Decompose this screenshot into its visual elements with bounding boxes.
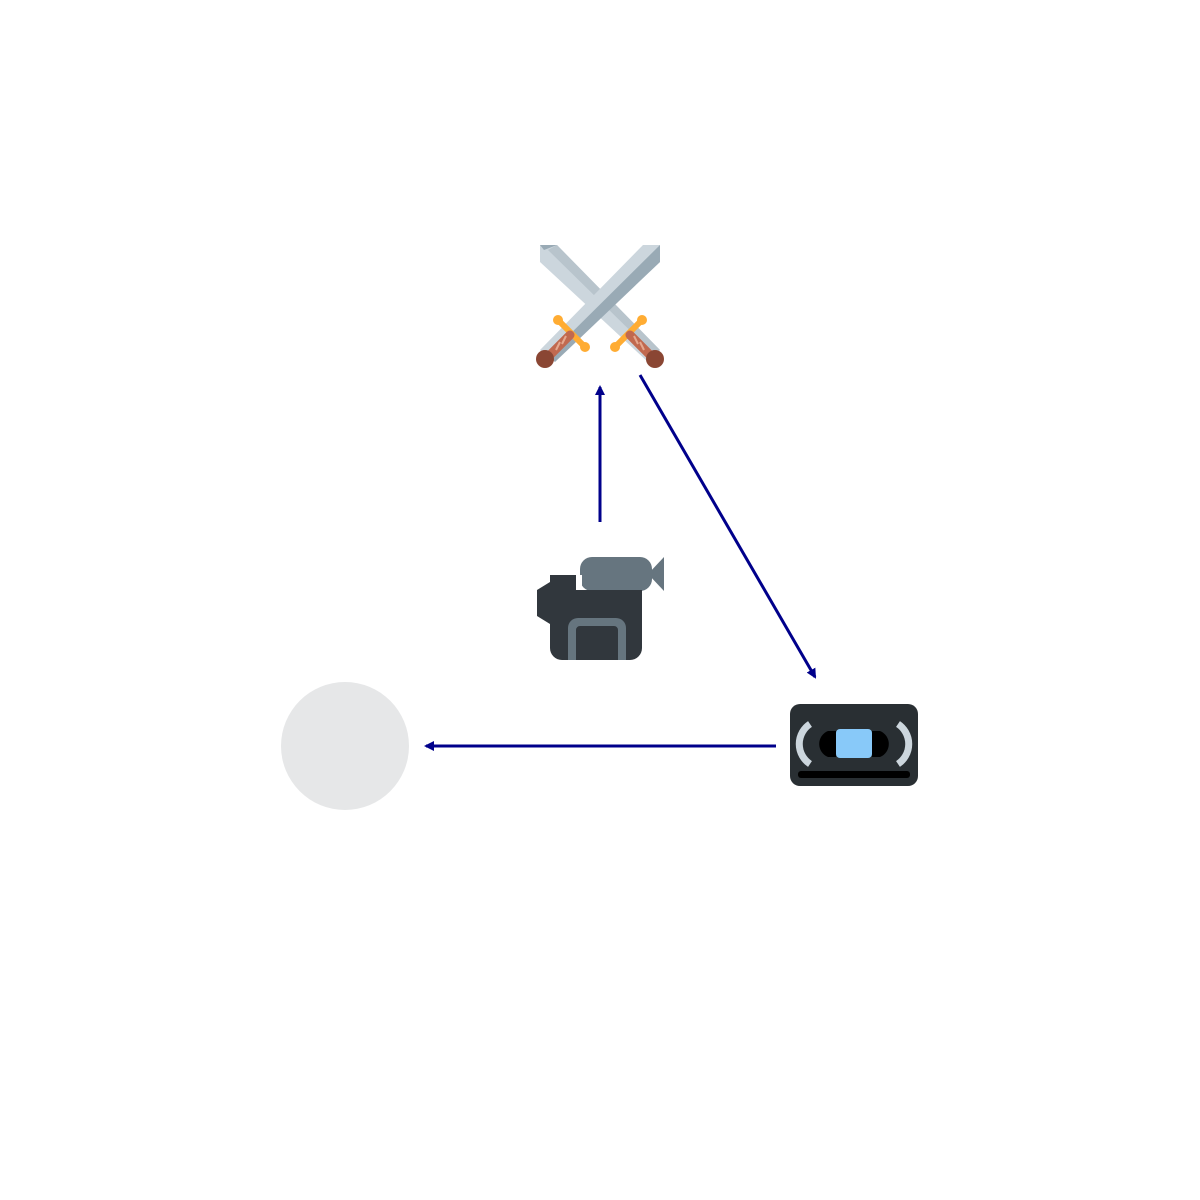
videocassette-icon [790, 704, 918, 786]
crossed-swords-icon [536, 245, 664, 368]
edge-swords-to-cassette [638, 374, 817, 679]
empty-circle-node [281, 682, 409, 810]
video-camera-icon [537, 557, 664, 660]
edges [424, 374, 817, 751]
